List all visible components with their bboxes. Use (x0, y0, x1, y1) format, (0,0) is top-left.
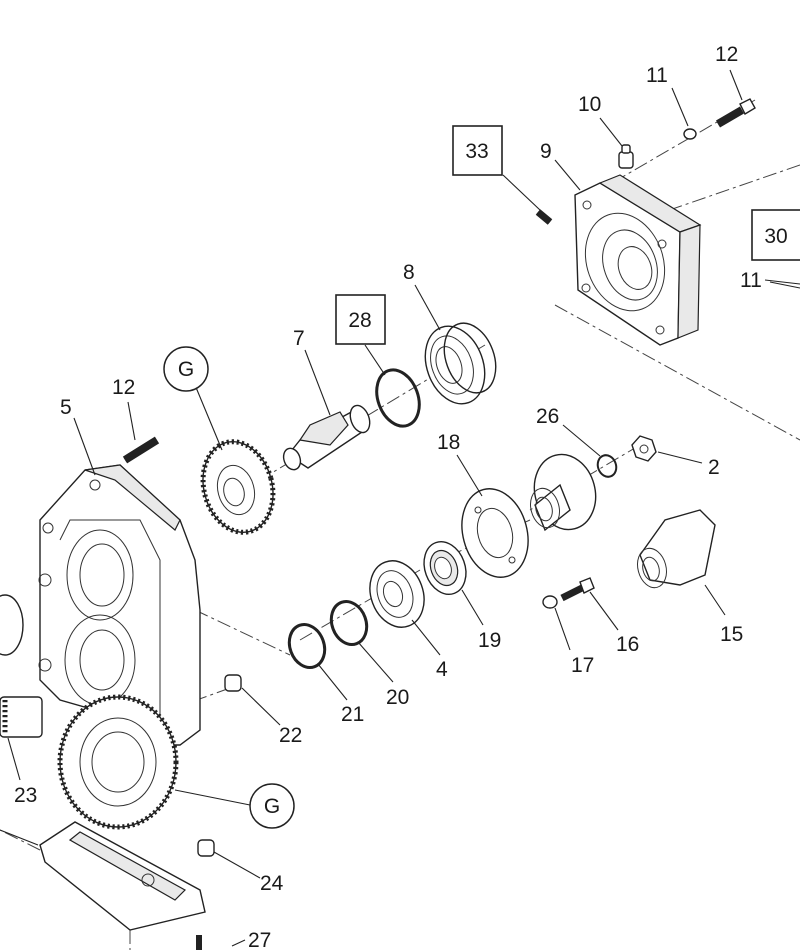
callout-20: 20 (386, 686, 409, 709)
nut (631, 435, 657, 462)
left-edge-part (0, 594, 24, 656)
callout-27: 27 (248, 929, 271, 950)
callout-22: 22 (279, 724, 302, 747)
callout-11-right: 11 (740, 269, 762, 292)
callout-11-top: 11 (646, 64, 668, 87)
callout-21: 21 (341, 703, 364, 726)
boxed-callout-28: 28 (335, 294, 386, 345)
washer (683, 128, 697, 140)
callout-12-left: 12 (112, 376, 135, 399)
callout-15: 15 (720, 623, 743, 646)
svg-text:G: G (178, 358, 194, 381)
leader-lines (0, 69, 800, 947)
callout-2: 2 (708, 456, 720, 479)
callout-7: 7 (293, 327, 305, 350)
snap-ring-28 (375, 368, 421, 428)
bolt-16 (560, 577, 595, 602)
boxed-callout-33: 33 (452, 125, 503, 176)
o-ring (596, 454, 618, 478)
pinion-shaft (282, 404, 371, 471)
bolt (715, 98, 756, 128)
callout-9: 9 (540, 140, 552, 163)
svg-text:G: G (264, 795, 280, 818)
snap-ring-21 (287, 623, 327, 669)
stud (122, 436, 160, 464)
yoke-flange (530, 453, 597, 532)
seal (423, 541, 467, 595)
callout-16: 16 (616, 633, 639, 656)
circle-callout-g-upper: G (163, 346, 209, 392)
callout-18: 18 (437, 431, 460, 454)
flange-housing (574, 174, 702, 346)
callout-26: 26 (536, 405, 559, 428)
svg-text:28: 28 (348, 309, 371, 332)
callout-24: 24 (260, 872, 284, 895)
gear-upper (200, 439, 276, 535)
splined-shaft (0, 696, 43, 738)
callout-5: 5 (60, 396, 72, 419)
plug-22 (224, 674, 242, 692)
callout-17: 17 (571, 654, 594, 677)
callout-10: 10 (578, 93, 601, 116)
callout-23: 23 (14, 784, 37, 807)
yoke (637, 509, 716, 589)
bearing-upper (424, 322, 497, 405)
washer-17 (542, 595, 558, 609)
gear-lower (57, 694, 179, 830)
circle-callout-g-lower: G (249, 783, 295, 829)
callout-19: 19 (478, 629, 501, 652)
grease-fitting (618, 144, 634, 169)
set-screw (535, 209, 553, 225)
callout-4: 4 (436, 658, 448, 681)
plug-24 (197, 839, 215, 857)
boxed-callout-30: 30 (751, 209, 800, 261)
oil-pan (39, 821, 206, 931)
cover-plate (461, 488, 529, 578)
snap-ring-20 (329, 600, 369, 646)
svg-text:30: 30 (764, 225, 787, 248)
callout-8: 8 (403, 261, 415, 284)
svg-text:33: 33 (465, 140, 488, 163)
callout-12-top: 12 (715, 43, 738, 66)
bearing-lower (369, 560, 425, 628)
gear-case (38, 464, 201, 746)
callout-labels: 2 4 5 7 8 9 10 11 11 12 12 15 16 17 18 1… (14, 43, 762, 950)
